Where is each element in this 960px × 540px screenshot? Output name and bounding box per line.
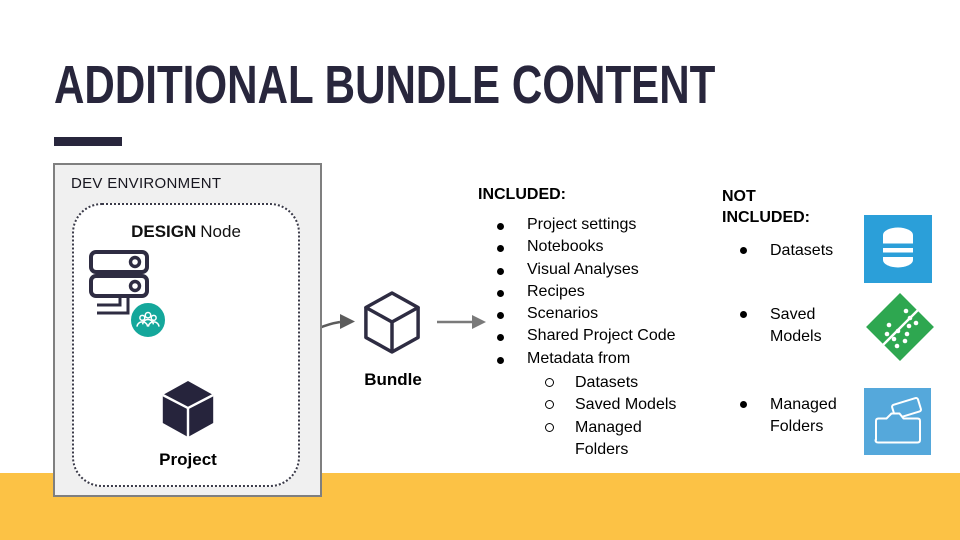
project-cube-icon bbox=[162, 381, 214, 437]
saved-models-icon bbox=[862, 289, 938, 365]
bullet-icon bbox=[497, 334, 504, 342]
list-item: Visual Analyses bbox=[497, 261, 676, 283]
not-included-item-label: Saved Models bbox=[770, 306, 822, 345]
design-node-label-bold: DESIGN bbox=[131, 222, 197, 241]
server-icon bbox=[89, 250, 149, 315]
list-item: Shared Project Code bbox=[497, 327, 676, 349]
list-subitem-label: Managed Folders bbox=[575, 418, 642, 458]
list-item-label: Project settings bbox=[527, 216, 637, 233]
title-underline-dash bbox=[54, 137, 122, 146]
not-included-header-line2: INCLUDED: bbox=[722, 209, 810, 226]
bundle-to-list-arrowhead bbox=[472, 315, 486, 329]
list-item: Scenarios bbox=[497, 305, 676, 327]
bullet-icon bbox=[497, 356, 504, 364]
not-included-header-line1: NOT bbox=[722, 188, 756, 205]
project-label: Project bbox=[159, 450, 217, 469]
design-node-label-rest: Node bbox=[200, 222, 241, 241]
list-item-label: Scenarios bbox=[527, 305, 599, 323]
not-included-item-managed-folders: Managed Folders bbox=[740, 394, 862, 437]
included-list: Project settings Notebooks Visual Analys… bbox=[497, 216, 676, 372]
hollow-bullet-icon bbox=[545, 400, 554, 410]
not-included-header: NOT INCLUDED: bbox=[722, 186, 810, 228]
list-item-label: Shared Project Code bbox=[527, 327, 676, 345]
bullet-icon bbox=[740, 401, 747, 408]
bundle-cube-icon bbox=[364, 291, 420, 354]
included-header: INCLUDED: bbox=[478, 186, 566, 203]
bullet-icon bbox=[497, 245, 504, 253]
list-item: Recipes bbox=[497, 283, 676, 305]
page-title: ADDITIONAL BUNDLE CONTENT bbox=[54, 55, 716, 115]
list-subitem: Saved Models bbox=[545, 394, 685, 416]
hollow-bullet-icon bbox=[545, 422, 554, 432]
bullet-icon bbox=[497, 312, 504, 320]
not-included-item-label: Datasets bbox=[770, 242, 834, 259]
users-badge bbox=[129, 301, 167, 339]
list-subitem-label: Datasets bbox=[575, 374, 639, 391]
list-item-label: Recipes bbox=[527, 282, 585, 300]
list-item-label: Visual Analyses bbox=[527, 260, 639, 278]
list-item: Project settings bbox=[497, 216, 676, 238]
included-sublist: Datasets Saved Models Managed Folders bbox=[545, 372, 685, 461]
project-to-bundle-arrowhead bbox=[340, 314, 355, 329]
list-item: Notebooks bbox=[497, 238, 676, 260]
managed-folders-icon bbox=[864, 388, 931, 455]
bullet-icon bbox=[497, 223, 504, 230]
bullet-icon bbox=[740, 247, 747, 254]
list-item-label: Notebooks bbox=[527, 238, 604, 256]
bundle-label: Bundle bbox=[364, 370, 422, 389]
list-item: Metadata from bbox=[497, 350, 676, 372]
not-included-item-label: Managed Folders bbox=[770, 396, 837, 435]
bullet-icon bbox=[497, 289, 504, 297]
users-icon bbox=[136, 311, 160, 327]
bullet-icon bbox=[497, 267, 504, 275]
list-item-label: Metadata from bbox=[527, 349, 631, 367]
list-subitem: Datasets bbox=[545, 372, 685, 394]
list-subitem-label: Saved Models bbox=[575, 396, 677, 414]
bullet-icon bbox=[740, 311, 747, 318]
list-subitem: Managed Folders bbox=[545, 417, 685, 462]
not-included-item-datasets: Datasets bbox=[740, 240, 862, 262]
hollow-bullet-icon bbox=[545, 378, 554, 387]
datasets-icon bbox=[864, 215, 932, 283]
not-included-item-saved-models: Saved Models bbox=[740, 304, 862, 347]
dev-environment-label: DEV ENVIRONMENT bbox=[71, 175, 222, 192]
